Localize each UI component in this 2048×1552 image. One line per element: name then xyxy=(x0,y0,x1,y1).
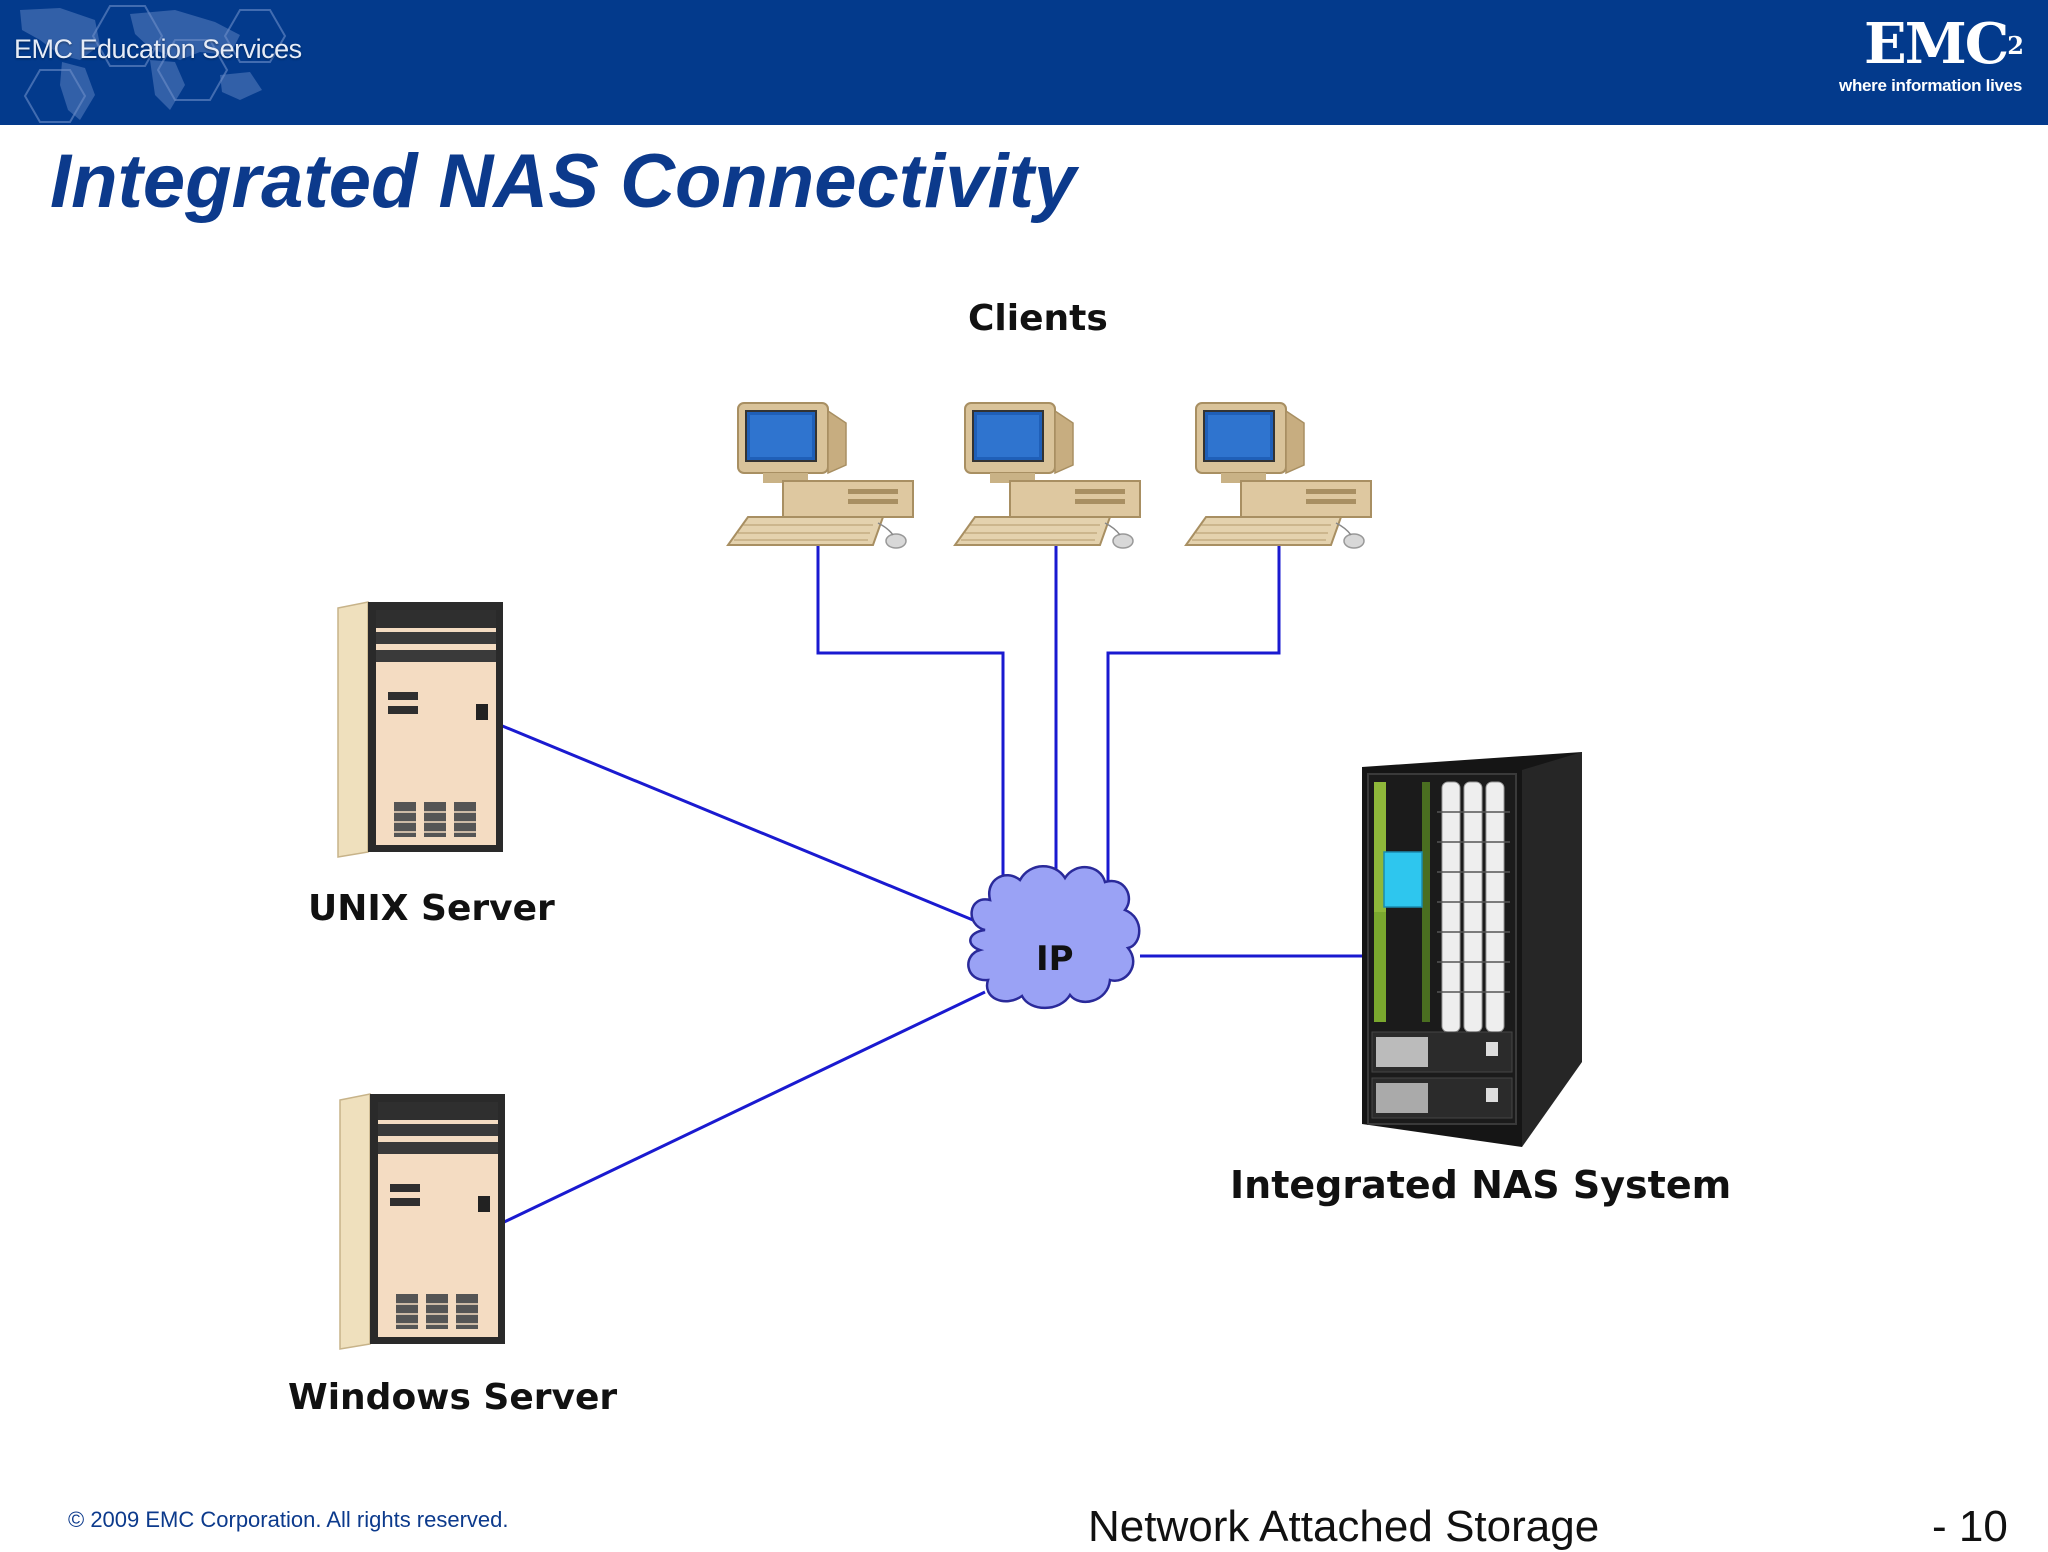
clients-label: Clients xyxy=(968,298,1108,339)
emc-logo: EMC2 where information lives xyxy=(1802,11,2024,114)
logo-superscript: 2 xyxy=(2007,31,2024,60)
tower-server-icon xyxy=(339,1093,506,1350)
logo-tagline: where information lives xyxy=(1839,76,2022,95)
course-title: Network Attached Storage xyxy=(1088,1502,1600,1551)
nas-rack-icon xyxy=(1362,752,1582,1147)
copyright-text: © 2009 EMC Corporation. All rights reser… xyxy=(68,1507,509,1532)
client-3-link xyxy=(1106,545,1281,905)
logo-text: EMC2 xyxy=(1864,11,2024,77)
client-pc-icon xyxy=(727,402,914,549)
windows-server-label: Windows Server xyxy=(288,1377,618,1418)
client-pc-icon xyxy=(1185,402,1372,549)
ip-label: IP xyxy=(1036,939,1074,979)
brand-left-text: EMC Education Services xyxy=(14,34,302,64)
globe-icon xyxy=(20,5,287,123)
windows-link xyxy=(499,990,986,1226)
unix-server-label: UNIX Server xyxy=(308,888,555,929)
page-number: - 10 xyxy=(1932,1502,2008,1551)
network-links xyxy=(499,545,1376,1226)
tower-server-icon xyxy=(337,601,504,858)
client-1-link xyxy=(816,545,1005,905)
header-bar: EMC Education Services EMC2 where inform… xyxy=(0,0,2048,125)
nas-system-label: Integrated NAS System xyxy=(1230,1163,1732,1207)
unix-link xyxy=(499,723,986,927)
page-title: Integrated NAS Connectivity xyxy=(50,139,1077,224)
ip-cloud-icon xyxy=(967,865,1141,1010)
client-pc-icon xyxy=(954,402,1141,549)
